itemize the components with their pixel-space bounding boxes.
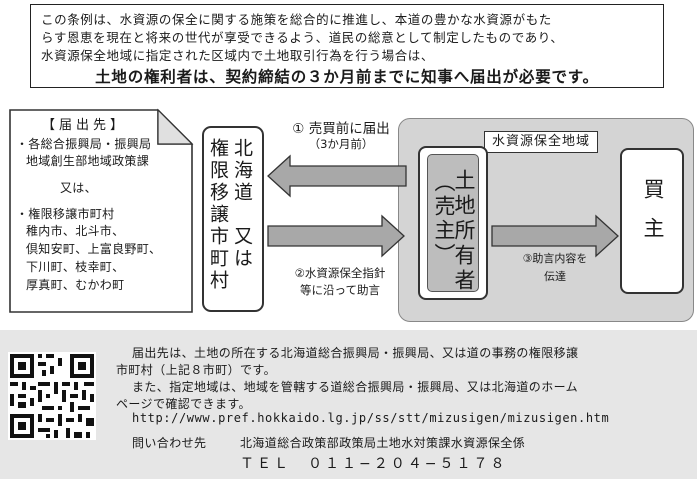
seller-line-1: 土地所有者 (452, 169, 476, 294)
submission-item-b-line5: 厚真町、むかわ町 (26, 278, 125, 292)
submission-list-document: 【届出先】 ・各総合振興局・振興局 地域創生部地域政策課 又は、 ・権限移譲市町… (8, 108, 196, 314)
info-line-4: ページで確認できます。 (116, 397, 251, 411)
step1-sublabel: （3か月前） (308, 137, 374, 151)
seller-inner-box: 土地所有者 （売主） (427, 154, 479, 294)
submission-or: 又は、 (60, 181, 97, 195)
info-line-1: 届出先は、土地の所在する北海道総合振興局・振興局、又は道の事務の権限移譲 (132, 346, 579, 360)
notice-box: この条例は、水資源の保全に関する施策を総合的に推進し、本道の豊かな水資源がもた … (30, 4, 664, 88)
step2-sublabel: 等に沿って助言 (300, 283, 380, 297)
contact-telephone: ＴＥＬ ０１１−２０４−５１７８ (240, 456, 508, 472)
arrow-step1-left (267, 154, 407, 198)
seller-box: 土地所有者 （売主） (418, 146, 488, 300)
info-panel (0, 330, 697, 479)
flow-arrows (267, 154, 619, 258)
step3-sublabel: 伝達 (544, 270, 566, 283)
notice-line-2: らす恩恵を現在と将来の世代が享受できるよう、道民の総意として制定したものであり、 (41, 30, 564, 45)
qr-code-icon[interactable] (8, 352, 96, 440)
submission-item-a-line2: 地域創生部地域政策課 (26, 154, 150, 168)
submission-item-b-line4: 下川町、枝幸町、 (26, 260, 125, 274)
municipality-line-2: 権限移譲市町村 (207, 138, 229, 292)
contact-label: 問い合わせ先 (132, 436, 207, 450)
hokkaido-url-link[interactable]: http://www.pref.hokkaido.lg.jp/ss/stt/mi… (132, 411, 610, 425)
submission-item-b-line1: ・権限移譲市町村 (16, 207, 115, 221)
document-icon (9, 108, 194, 313)
notice-line-1: この条例は、水資源の保全に関する施策を総合的に推進し、本道の豊かな水資源がもた (41, 12, 552, 27)
municipality-line-1: 北海道 又は (231, 138, 253, 270)
submission-title: 【届出先】 (42, 118, 128, 133)
step3-label: ③助言内容を (522, 252, 588, 265)
buyer-label: 買主 (641, 178, 665, 256)
submission-item-b-line2: 稚内市、北斗市、 (26, 224, 125, 238)
arrow-step2-right (267, 214, 405, 258)
step2-label: ②水資源保全指針 (294, 266, 386, 280)
info-line-2: 市町村（上記８市町）です。 (116, 363, 277, 377)
conservation-area-label: 水資源保全地域 (484, 131, 598, 153)
info-line-3: また、指定地域は、地域を管轄する道総合振興局・振興局、又は北海道のホーム (132, 380, 579, 394)
seller-line-2: （売主） (432, 171, 456, 267)
notice-headline: 土地の権利者は、契約締結の３か月前までに知事へ届出が必要です。 (95, 68, 599, 86)
arrow-step3-right (491, 214, 619, 258)
contact-department: 北海道総合政策部政策局土地水対策課水資源保全係 (240, 436, 526, 450)
submission-item-a-line1: ・各総合振興局・振興局 (16, 137, 152, 151)
notice-line-3: 水資源保全地域に指定された区域内で土地取引行為を行う場合は、 (41, 48, 435, 63)
submission-item-b-line3: 倶知安町、上富良野町、 (26, 242, 162, 256)
step1-label: ① 売買前に届出 (292, 121, 390, 137)
buyer-box: 買主 (620, 148, 684, 294)
municipality-box: 北海道 又は 権限移譲市町村 (202, 126, 264, 312)
